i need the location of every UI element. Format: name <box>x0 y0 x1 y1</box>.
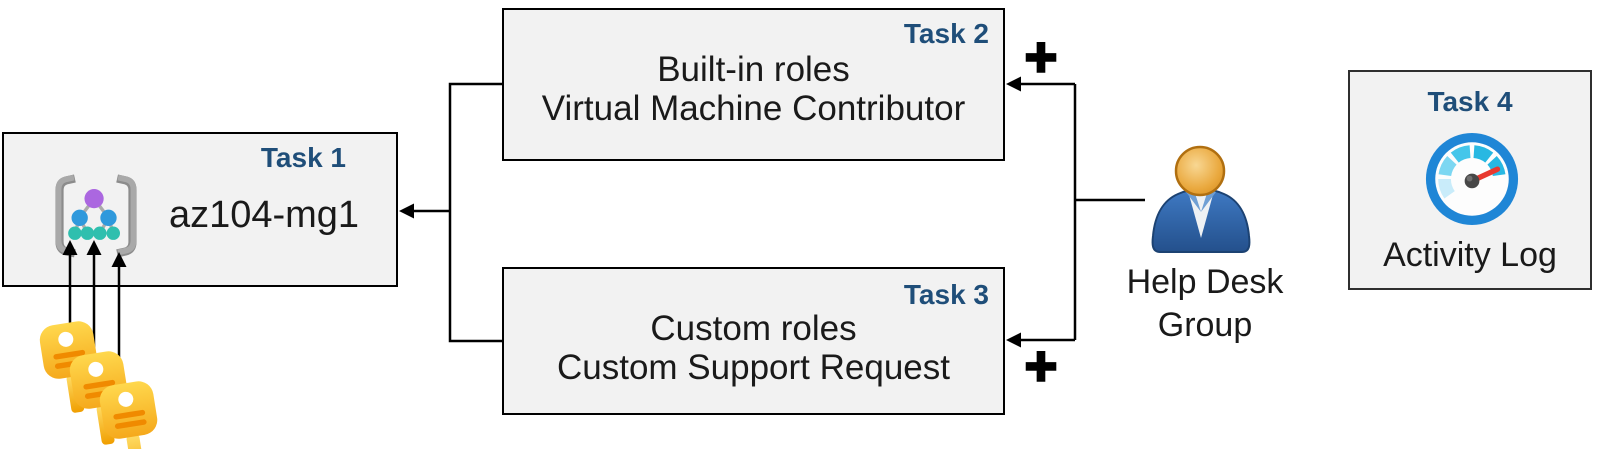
task3-line1: Custom roles <box>650 309 857 348</box>
activity-log-caption: Activity Log <box>1383 236 1557 274</box>
help-desk-line1: Help Desk <box>1126 263 1284 301</box>
gauge-hub <box>1464 173 1480 189</box>
plus-sign-top: + <box>1023 25 1058 88</box>
task3-label: Task 3 <box>903 279 989 310</box>
task2-line2: Virtual Machine Contributor <box>541 89 966 128</box>
keys-icon-group <box>39 321 158 449</box>
activity-log-gauge-icon <box>1425 132 1519 226</box>
task2-box: Task 2 Built-in roles Virtual Machine Co… <box>502 8 1005 161</box>
management-group-icon <box>55 174 137 258</box>
task1-label: Task 1 <box>260 142 346 173</box>
task3-line2: Custom Support Request <box>557 348 950 387</box>
branch-left <box>413 82 503 343</box>
task1-box: Task 1 az104-mg1 <box>2 132 398 287</box>
person-head <box>1174 145 1226 197</box>
plus-sign-bottom: + <box>1023 334 1058 397</box>
help-desk-line2: Group <box>1157 306 1253 344</box>
key-icon-3 <box>99 381 158 449</box>
task3-box: Task 3 Custom roles Custom Support Reque… <box>502 267 1005 415</box>
task4-label: Task 4 <box>1427 86 1513 117</box>
person-icon <box>1151 145 1251 253</box>
task2-line1: Built-in roles <box>657 50 850 89</box>
task2-label: Task 2 <box>903 18 989 49</box>
help-desk-group-label: Help Desk Group <box>1105 261 1305 347</box>
management-group-name: az104-mg1 <box>168 194 360 236</box>
arrowhead-to-task1 <box>399 203 414 219</box>
task4-box: Task 4 Activity Log <box>1348 70 1592 290</box>
